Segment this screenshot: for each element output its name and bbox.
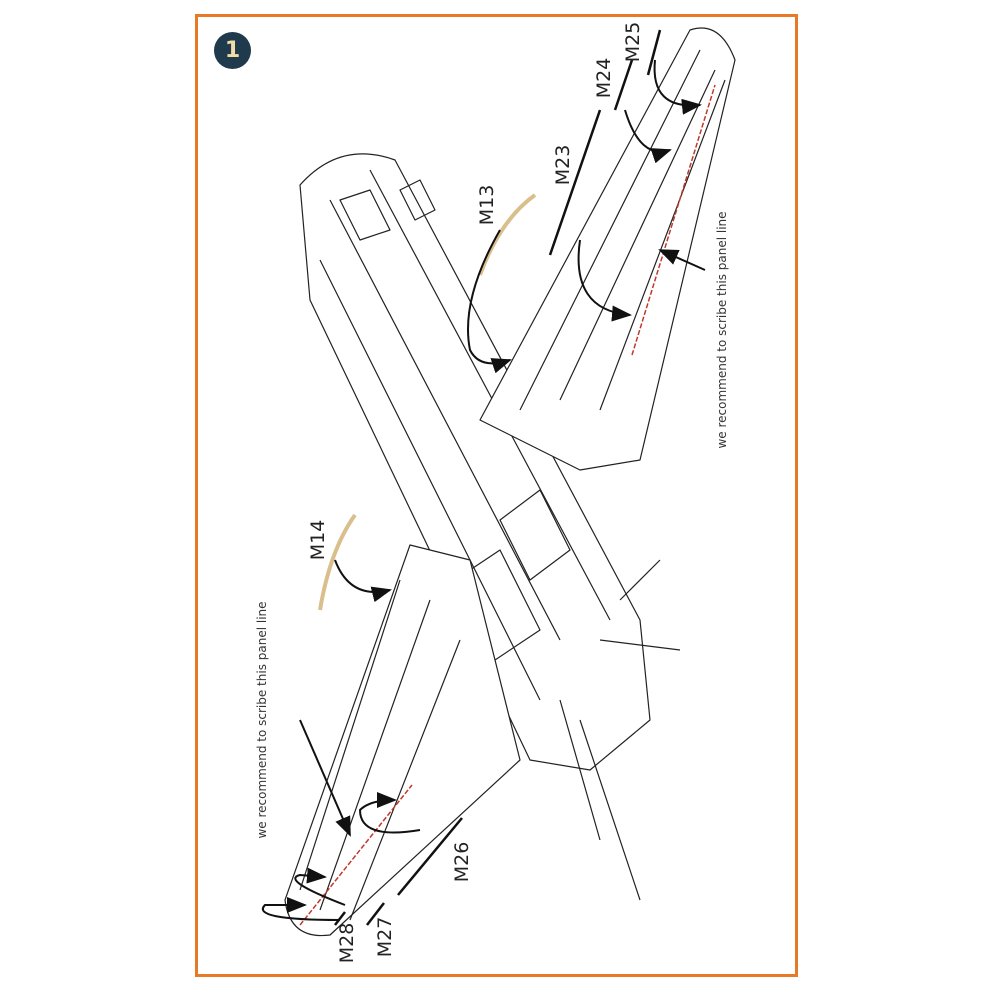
part-m23 (548, 109, 602, 256)
part-m24 (613, 59, 634, 111)
part-m13-canopy (478, 193, 537, 276)
step-number-badge: 1 (214, 32, 251, 69)
right-wing (479, 27, 736, 471)
label-m28: M28 (336, 922, 358, 964)
part-m25 (646, 29, 662, 76)
label-m25: M25 (622, 21, 644, 63)
part-m27 (366, 902, 385, 926)
instruction-frame (195, 14, 798, 977)
label-m24: M24 (593, 57, 615, 99)
scribe-line-left (299, 784, 413, 926)
fuselage (299, 153, 651, 771)
scribe-line-right (631, 84, 716, 356)
label-m27: M27 (374, 916, 396, 958)
part-m14-canopy (318, 513, 357, 611)
scribe-note-right-wing: we recommend to scribe this panel line (715, 211, 729, 449)
label-m23: M23 (552, 144, 574, 186)
part-m28 (334, 911, 346, 926)
label-m26: M26 (451, 841, 473, 883)
label-m13: M13 (476, 184, 498, 226)
part-m26 (397, 817, 463, 896)
label-m14: M14 (307, 519, 329, 561)
scribe-note-left-wing: we recommend to scribe this panel line (255, 601, 269, 839)
